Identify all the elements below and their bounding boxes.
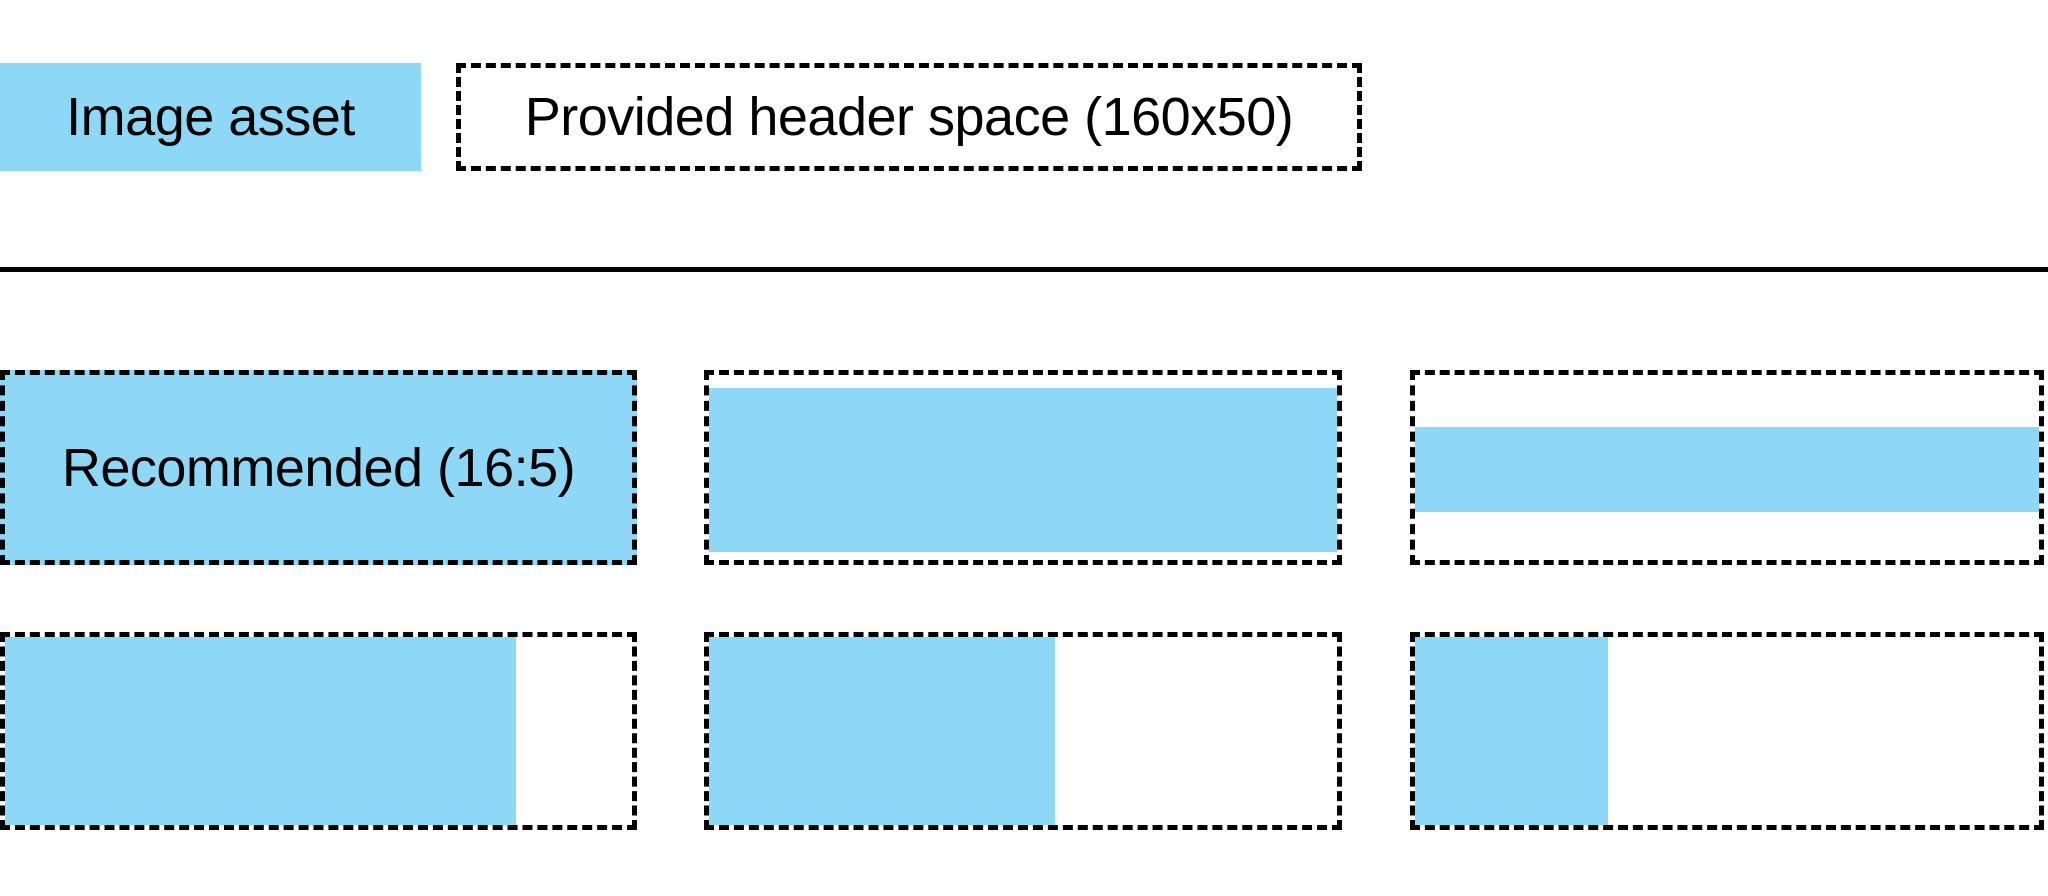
example-full-width-slight-gap	[704, 370, 1342, 565]
divider-rule	[0, 267, 2048, 272]
image-asset-fill	[5, 637, 516, 825]
image-asset-fill	[709, 637, 1055, 825]
image-asset-fill	[1415, 637, 1608, 825]
example-narrow-four-fifths	[0, 632, 637, 830]
image-asset-fill	[709, 388, 1337, 552]
image-asset-fill	[1415, 427, 2039, 512]
example-narrow-third	[1410, 632, 2044, 830]
example-narrow-half	[704, 632, 1342, 830]
legend-image-asset-swatch: Image asset	[0, 63, 421, 171]
legend-header-space-box: Provided header space (160x50)	[456, 63, 1362, 171]
example-recommended-16-5: Recommended (16:5)	[0, 370, 637, 565]
legend-image-asset-label: Image asset	[66, 87, 355, 147]
legend-header-space-label: Provided header space (160x50)	[524, 87, 1294, 147]
recommended-label: Recommended (16:5)	[61, 437, 576, 498]
example-letterboxed-band	[1410, 370, 2044, 565]
